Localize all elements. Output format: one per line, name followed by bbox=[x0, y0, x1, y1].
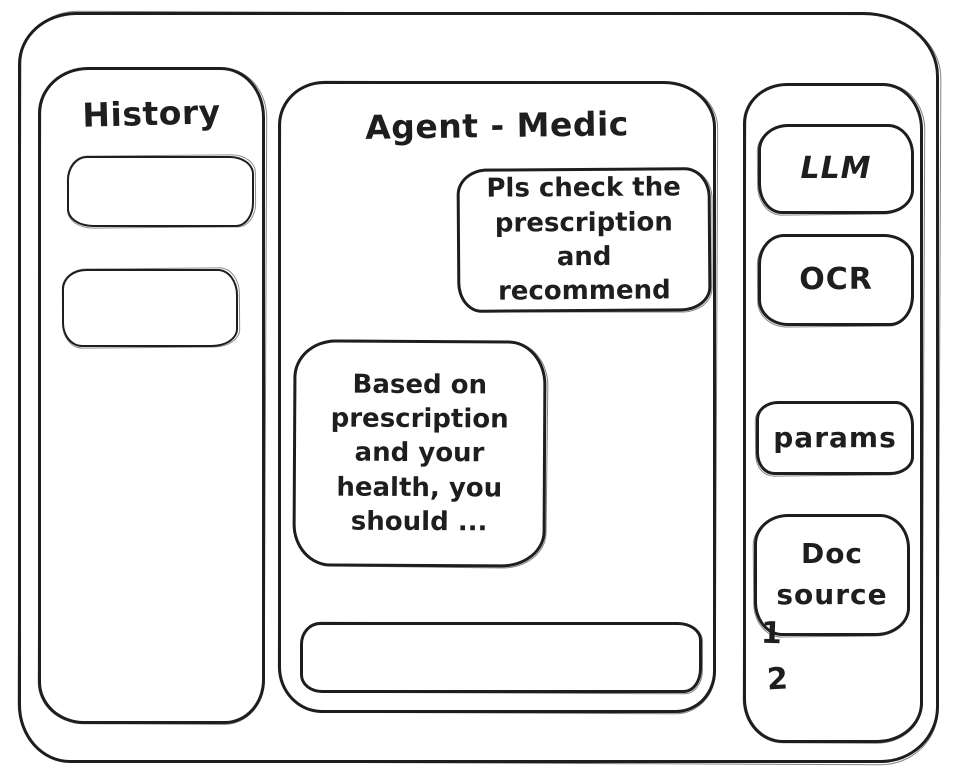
history-panel: History bbox=[38, 67, 265, 724]
window-frame: History Agent - Medic Pls check the pres… bbox=[18, 12, 939, 763]
chat-title: Agent - Medic bbox=[364, 104, 630, 147]
agent-message-bubble: Based on prescription and your health, y… bbox=[292, 339, 547, 568]
composer bbox=[300, 622, 702, 693]
params-button[interactable]: params bbox=[756, 401, 914, 475]
user-message-bubble: Pls check the prescription and recommend bbox=[456, 167, 712, 313]
chat-panel: Agent - Medic Pls check the prescription… bbox=[278, 81, 716, 713]
llm-button[interactable]: LLM bbox=[758, 124, 914, 214]
message-input[interactable] bbox=[313, 629, 689, 686]
history-title: History bbox=[81, 92, 222, 135]
doc-source-button[interactable]: Doc source bbox=[754, 514, 910, 636]
history-item[interactable] bbox=[62, 269, 238, 347]
tools-panel: LLM OCR params Doc source 1 2 bbox=[743, 83, 923, 743]
doc-source-item[interactable]: 2 bbox=[766, 661, 789, 698]
doc-source-item[interactable]: 1 bbox=[760, 615, 783, 652]
history-item[interactable] bbox=[67, 156, 254, 227]
ocr-button[interactable]: OCR bbox=[758, 234, 914, 326]
